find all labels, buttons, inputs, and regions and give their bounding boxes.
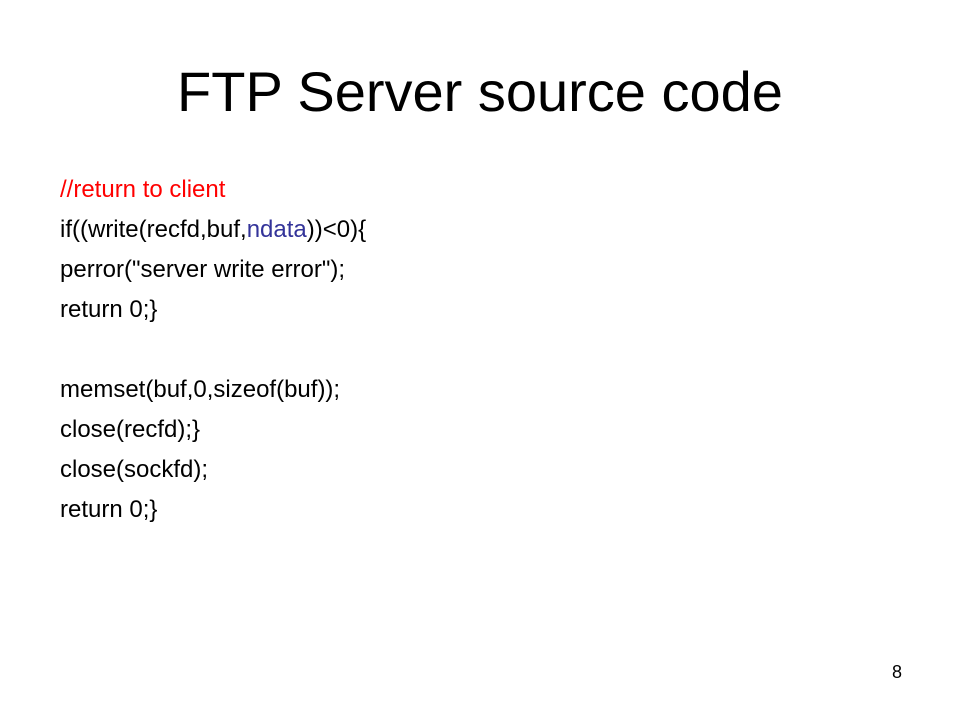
code-line-blank bbox=[60, 330, 900, 370]
code-write-suffix: ))<0){ bbox=[306, 216, 367, 243]
code-line-memset: memset(buf,0,sizeof(buf)); bbox=[60, 376, 341, 403]
code-comment: //return to client bbox=[60, 176, 226, 203]
code-write-prefix: if((write(recfd,buf, bbox=[60, 216, 247, 243]
code-line-close-recfd: close(recfd);} bbox=[60, 416, 201, 443]
code-line-return-outer: return 0;} bbox=[60, 496, 158, 523]
slide-title: FTP Server source code bbox=[177, 60, 783, 123]
code-line-write: if((write(recfd,buf,ndata))<0){ bbox=[60, 210, 900, 250]
code-write-highlight: ndata bbox=[246, 216, 307, 243]
code-block: //return to client if((write(recfd,buf,n… bbox=[60, 170, 900, 530]
code-line-perror: perror("server write error"); bbox=[60, 256, 346, 283]
code-line-return-inner: return 0;} bbox=[60, 296, 158, 323]
page-number: 8 bbox=[891, 662, 902, 682]
code-line-close-sockfd: close(sockfd); bbox=[60, 456, 209, 483]
